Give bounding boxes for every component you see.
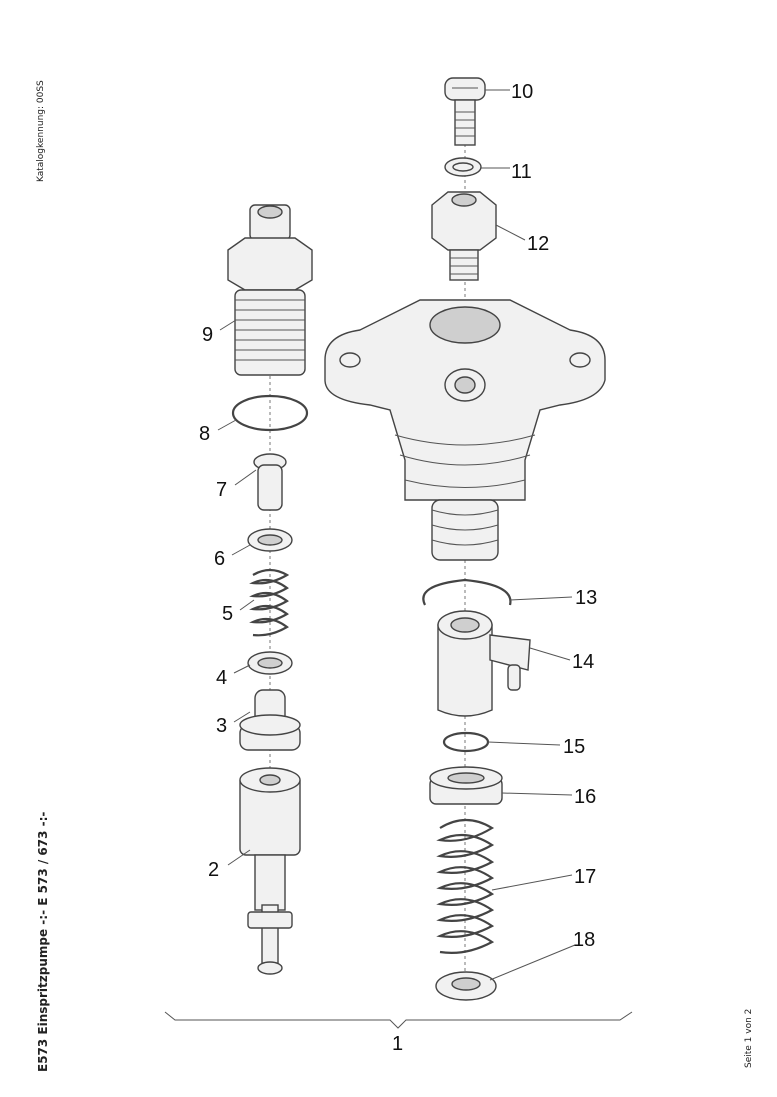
part-18-spring-plate [435, 971, 497, 1001]
leader-line-8 [217, 419, 237, 431]
leader-line-6 [231, 544, 251, 556]
label-5: 5 [222, 603, 233, 625]
leader-line-17 [491, 874, 573, 891]
part-12-hex-fitting [431, 191, 497, 281]
part-6-washer [247, 528, 293, 552]
part-4-washer [247, 651, 293, 675]
part-10-screw [444, 77, 486, 146]
assembly-bracket [164, 1011, 633, 1029]
label-2: 2 [208, 859, 219, 881]
pump-body [324, 299, 606, 561]
part-15-ring [442, 731, 490, 753]
label-6: 6 [214, 548, 225, 570]
leader-line-4 [233, 664, 251, 674]
label-9: 9 [202, 324, 213, 346]
leader-line-13 [509, 596, 573, 601]
leader-line-15 [487, 741, 561, 746]
leader-lines [217, 89, 576, 981]
label-7: 7 [216, 479, 227, 501]
leader-line-16 [501, 792, 573, 796]
part-9-valve-holder [227, 204, 313, 376]
leader-line-5 [239, 599, 255, 611]
label-1: 1 [392, 1033, 403, 1055]
label-14: 14 [572, 651, 594, 673]
label-17: 17 [574, 866, 596, 888]
part-7-delivery-valve [253, 453, 287, 511]
leader-line-9 [219, 319, 237, 331]
part-11-washer [444, 157, 482, 177]
leader-line-2 [227, 849, 251, 866]
label-11: 11 [511, 161, 532, 183]
part-8-o-ring [231, 394, 309, 432]
part-17-spring [436, 818, 495, 954]
leader-line-3 [233, 711, 251, 723]
leader-line-12 [495, 224, 526, 241]
leader-line-18 [489, 944, 576, 981]
label-15: 15 [563, 736, 585, 758]
part-3-valve-seat [239, 689, 301, 751]
label-16: 16 [574, 786, 596, 808]
part-2-plunger [239, 767, 301, 975]
part-16-spring-seat [429, 766, 503, 805]
part-14-control-sleeve [437, 610, 531, 717]
label-18: 18 [573, 929, 595, 951]
label-13: 13 [575, 587, 597, 609]
label-10: 10 [511, 81, 533, 103]
label-4: 4 [216, 667, 227, 689]
part-5-spring [249, 568, 290, 637]
part-13-circlip [422, 578, 512, 606]
leader-line-14 [529, 647, 571, 661]
label-12: 12 [527, 233, 549, 255]
label-3: 3 [216, 715, 227, 737]
leader-line-7 [234, 469, 257, 486]
label-8: 8 [199, 423, 210, 445]
